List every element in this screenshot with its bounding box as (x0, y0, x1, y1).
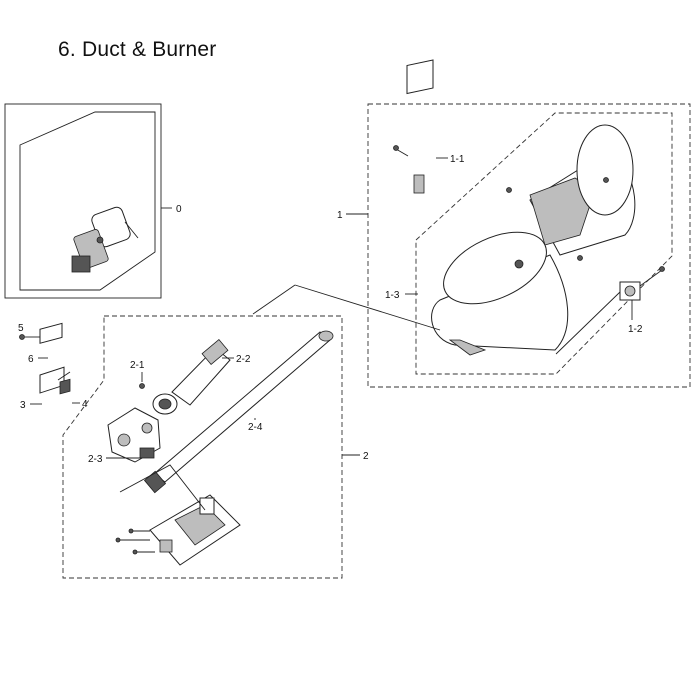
part-5-screw[interactable] (19, 334, 25, 340)
part-1-1-bracket[interactable] (393, 59, 449, 194)
callout-5: 5 (18, 323, 24, 334)
assembly-0-burner-icon[interactable] (71, 206, 139, 273)
part-1-2-sensor[interactable] (555, 266, 665, 355)
part-2-3-gas-valve[interactable] (107, 407, 161, 463)
callout-2: 2 (363, 451, 369, 462)
callout-0: 0 (176, 204, 182, 215)
callout-1-3: 1-3 (385, 290, 400, 301)
part-2-2-burner-tube[interactable] (152, 339, 231, 415)
assembly-2-frame (62, 315, 343, 579)
callout-2-1: 2-1 (130, 360, 145, 371)
part-6-clip[interactable] (38, 322, 63, 359)
part-2-1-screw[interactable] (139, 383, 145, 389)
callout-1: 1 (337, 210, 343, 221)
loose-parts-group: 5 6 3 4 (18, 322, 88, 411)
callout-4: 4 (82, 399, 88, 410)
part-2-4-tube[interactable] (143, 330, 334, 494)
inset-outline (19, 111, 156, 291)
assembly-1-duct: 1 1-1 (337, 59, 691, 388)
assembly-2-burner: 2 2-4 2-2 2-1 2-3 (62, 315, 369, 579)
inset-frame (4, 103, 162, 299)
callout-2-3: 2-3 (88, 454, 103, 465)
callout-2-2: 2-2 (236, 354, 251, 365)
part-3-igniter[interactable] (30, 366, 71, 405)
assembly-1-frame (367, 103, 691, 388)
part-4-sensor-plate[interactable] (59, 378, 80, 404)
callout-1-2: 1-2 (628, 324, 643, 335)
assembly-1-3-frame (415, 112, 673, 375)
callout-6: 6 (28, 354, 34, 365)
page-title: 6. Duct & Burner (58, 38, 217, 61)
burner-mounting-bracket[interactable] (115, 494, 241, 566)
duct-connector-line (294, 284, 441, 331)
callout-1-1: 1-1 (450, 154, 465, 165)
assembly-0-inset: 0 (4, 103, 182, 299)
duct-cylinder[interactable] (431, 124, 636, 356)
callout-2-4: 2-4 (248, 422, 263, 433)
callout-3: 3 (20, 400, 26, 411)
